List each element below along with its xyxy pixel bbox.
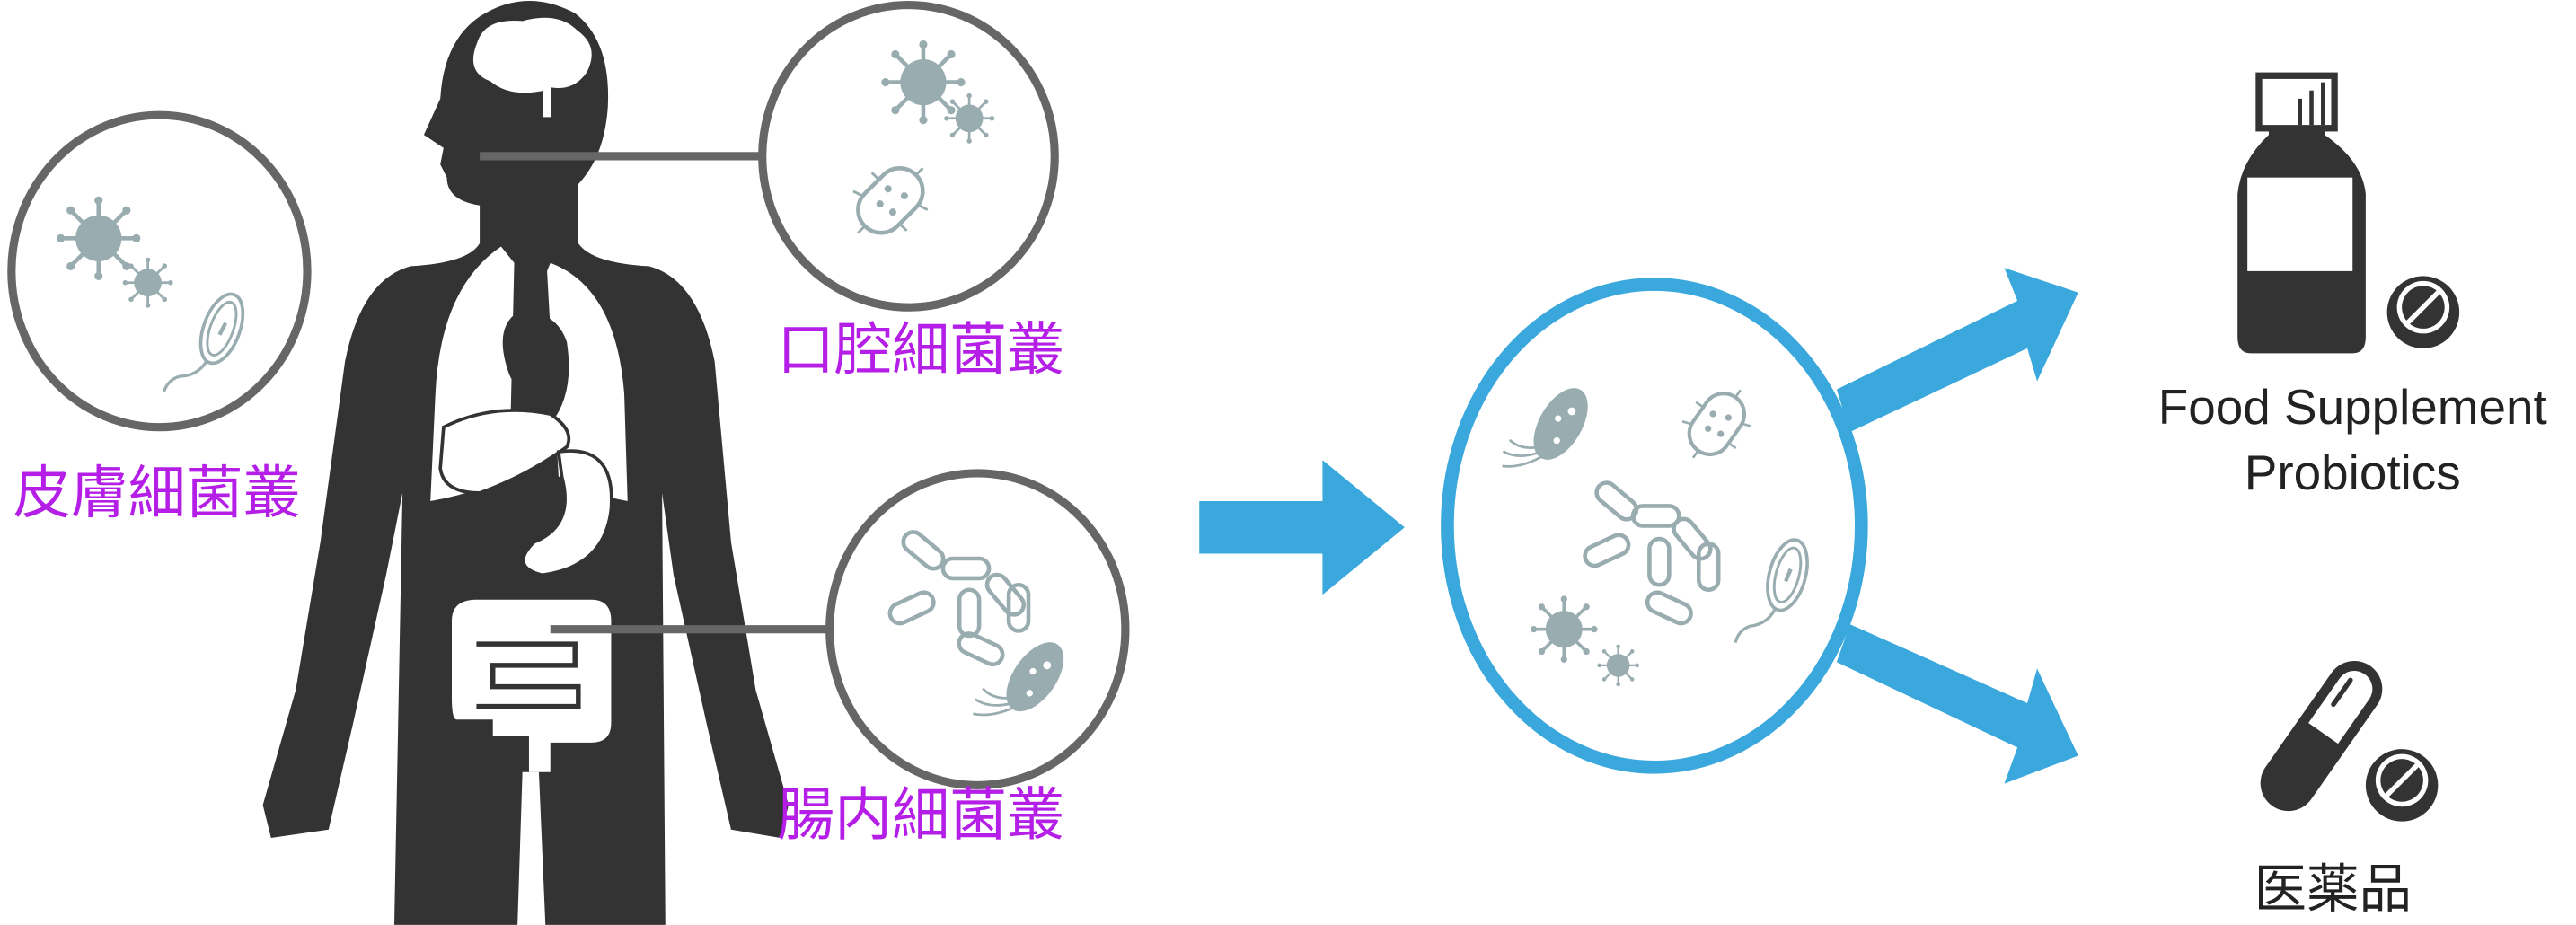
arrow-right-icon — [1199, 460, 1405, 595]
label-oral-microbiome: 口腔細菌叢 — [777, 318, 1064, 384]
intestine-folds — [476, 641, 581, 709]
label-medicine: 医薬品 — [2254, 859, 2413, 920]
tablet-icon — [2366, 749, 2438, 821]
virus-icon — [942, 92, 996, 145]
gut-microbiome-circle — [825, 469, 1130, 789]
tablet-icon — [2387, 276, 2459, 348]
arrow-up-right-icon — [1836, 268, 2078, 433]
brain-icon — [471, 15, 595, 120]
stomach — [522, 449, 613, 577]
label-food-supplement: Food Supplement — [2158, 379, 2547, 435]
oral-microbiome-circle — [758, 1, 1059, 312]
skin-microbiome-circle — [7, 110, 312, 432]
label-skin-microbiome: 皮膚細菌叢 — [13, 461, 301, 527]
supplement-bottle-icon — [2237, 72, 2459, 354]
liver — [438, 409, 571, 495]
arrow-down-right-icon — [1836, 624, 2078, 784]
isolated-microbes-circle — [1441, 278, 1868, 774]
label-probiotics: Probiotics — [2245, 445, 2461, 500]
virus-icon — [881, 40, 965, 124]
virus-icon — [1529, 594, 1600, 665]
label-gut-microbiome: 腸内細菌叢 — [777, 782, 1064, 849]
virus-icon — [57, 197, 140, 280]
capsule-icon — [2260, 661, 2383, 812]
virus-icon — [1596, 643, 1641, 688]
human-body-silhouette — [262, 0, 789, 925]
heart-icon — [502, 312, 569, 425]
virus-icon — [121, 256, 174, 310]
